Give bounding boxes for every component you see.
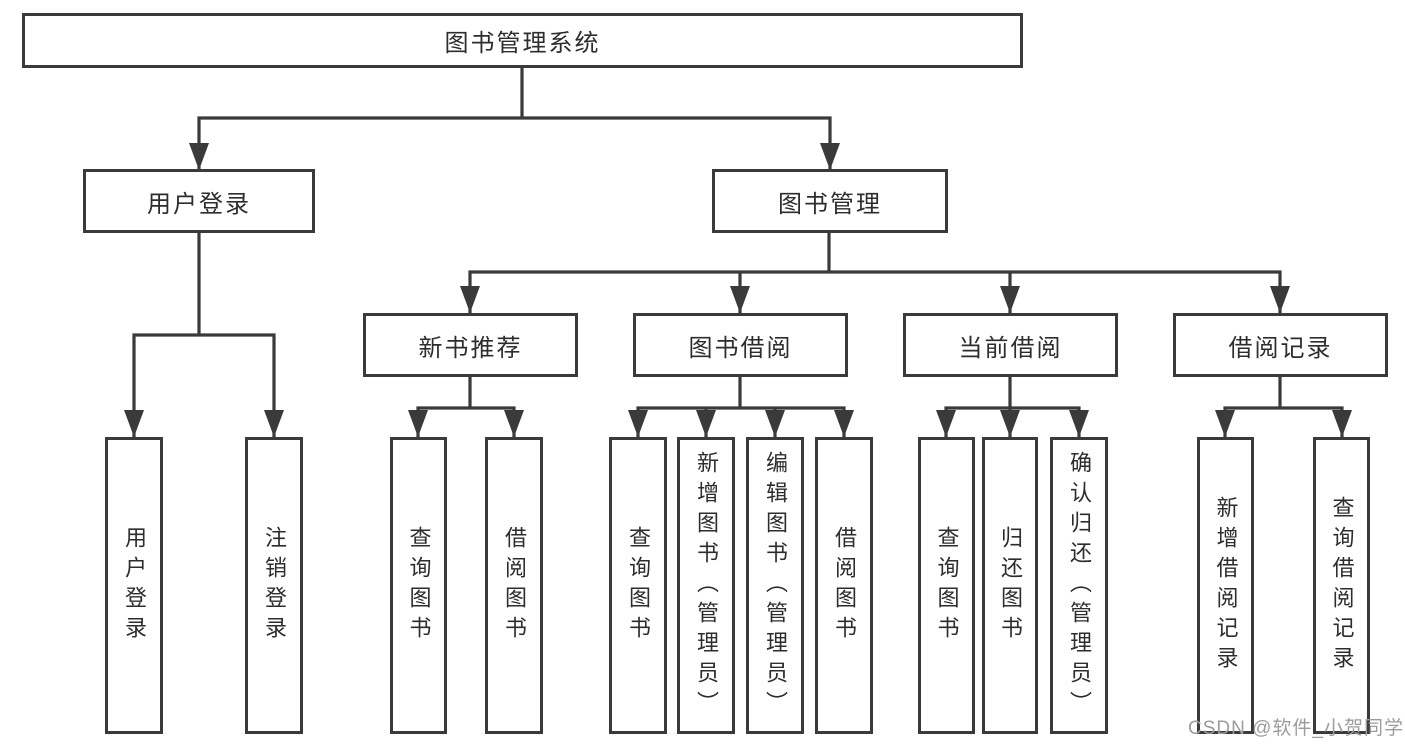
connector-root-to-level2 <box>189 66 840 170</box>
connector-new-book-children <box>408 375 524 437</box>
node-label: 查询图书 <box>626 525 651 646</box>
node-label: 查询图书 <box>934 525 960 646</box>
connector-borrow-records-children <box>1215 375 1352 437</box>
node-leaf-edit-books-admin: 编辑图书（管理员） <box>746 437 804 734</box>
node-label: 查询图书 <box>406 525 432 646</box>
node-user-login: 用户登录 <box>83 169 315 233</box>
node-label: 新增借阅记录 <box>1213 495 1239 676</box>
node-label: 图书管理 <box>778 190 882 218</box>
connector-book-management-children <box>460 231 1290 313</box>
node-label: 用户登录 <box>122 525 147 646</box>
node-label: 当前借阅 <box>958 334 1063 362</box>
connector-user-login-children <box>124 230 284 437</box>
connector-book-borrow-children <box>628 375 854 437</box>
node-leaf-add-books-admin: 新增图书（管理员） <box>677 437 735 734</box>
watermark: CSDN @软件_小贺同学 <box>1188 718 1404 739</box>
node-leaf-add-borrow-record: 新增借阅记录 <box>1197 437 1254 734</box>
node-leaf-borrow-books-2: 借阅图书 <box>815 437 873 734</box>
connector-current-borrow-children <box>936 375 1089 437</box>
node-label: 借阅图书 <box>502 525 527 646</box>
node-book-borrow: 图书借阅 <box>633 313 848 377</box>
node-label: 借阅图书 <box>832 525 857 646</box>
node-leaf-query-borrow-record: 查询借阅记录 <box>1313 437 1370 734</box>
node-leaf-user-login: 用户登录 <box>105 437 163 734</box>
node-label: 图书管理系统 <box>444 30 601 57</box>
node-label: 确认归还（管理员） <box>1067 450 1092 721</box>
node-label: 编辑图书（管理员） <box>763 450 788 721</box>
node-label: 归还图书 <box>998 525 1023 646</box>
node-label: 借阅记录 <box>1228 334 1333 362</box>
node-leaf-borrow-books-1: 借阅图书 <box>485 437 543 734</box>
node-label: 查询借阅记录 <box>1329 495 1355 676</box>
node-new-book-recommend: 新书推荐 <box>363 313 578 377</box>
node-leaf-query-books-3: 查询图书 <box>918 437 975 734</box>
node-book-management: 图书管理 <box>712 169 948 233</box>
node-label: 用户登录 <box>147 190 251 218</box>
node-leaf-query-books-1: 查询图书 <box>390 437 447 734</box>
node-leaf-return-books: 归还图书 <box>982 437 1038 734</box>
node-label: 图书借阅 <box>688 334 793 362</box>
node-label: 新书推荐 <box>418 334 523 362</box>
node-current-borrow: 当前借阅 <box>903 313 1118 377</box>
node-leaf-confirm-return-admin: 确认归还（管理员） <box>1050 437 1108 734</box>
node-root-system: 图书管理系统 <box>22 13 1023 68</box>
node-label: 注销登录 <box>262 525 287 646</box>
node-leaf-query-books-2: 查询图书 <box>609 437 667 734</box>
node-borrow-records: 借阅记录 <box>1173 313 1388 377</box>
node-leaf-logout: 注销登录 <box>245 437 303 734</box>
node-label: 新增图书（管理员） <box>694 450 719 721</box>
